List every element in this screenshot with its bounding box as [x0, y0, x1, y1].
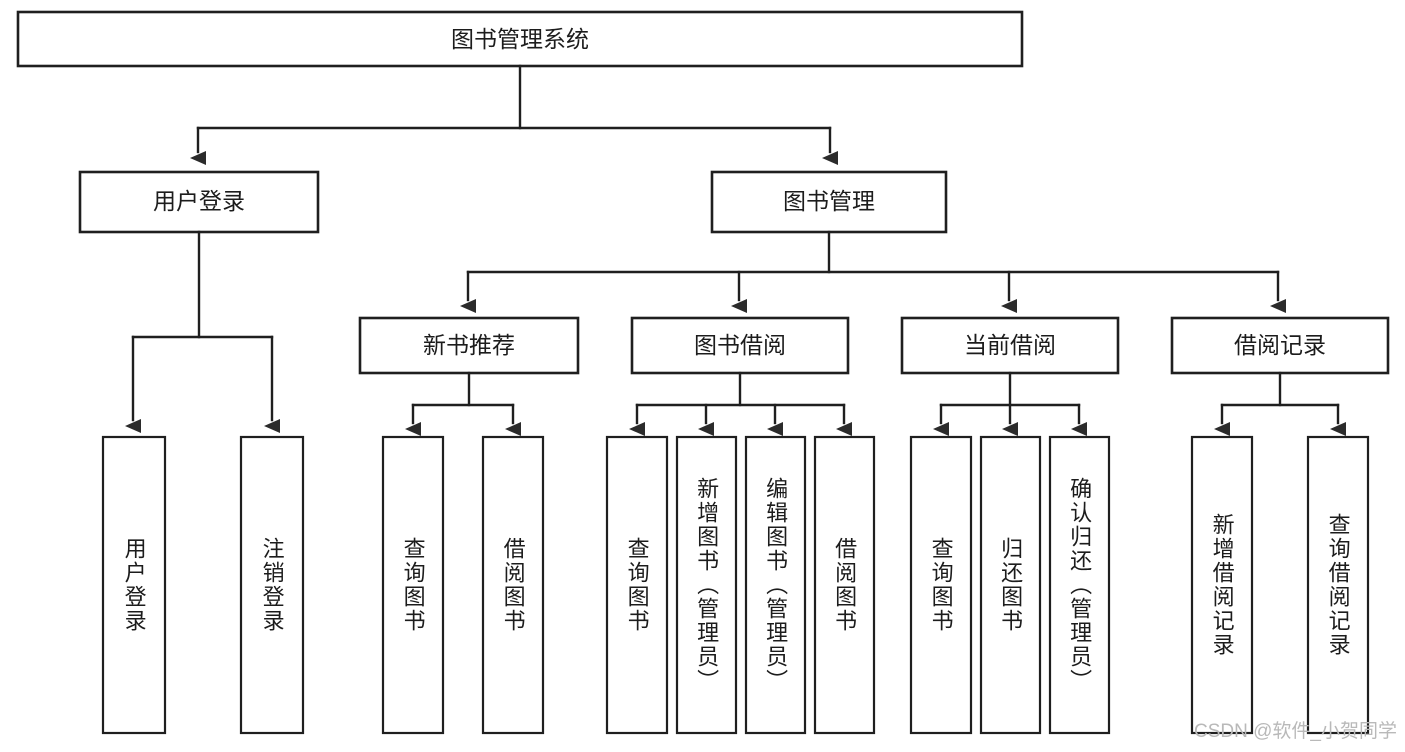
- node-current-borrow[interactable]: 当前借阅: [900, 316, 1120, 375]
- borrow-record-label: 借阅记录: [1234, 332, 1326, 358]
- book-management-label: 图书管理: [783, 188, 875, 214]
- leaf-box-borrow-book-1[interactable]: [481, 435, 545, 735]
- leaf-box-return-book[interactable]: [979, 435, 1042, 735]
- leaf-label-confirm-return: 确认归还（管理员）: [1067, 477, 1093, 693]
- leaf-box-add-book[interactable]: [675, 435, 738, 735]
- node-book-management[interactable]: 图书管理: [710, 170, 948, 234]
- leaf-box-borrow-book-2[interactable]: [813, 435, 876, 735]
- node-root[interactable]: 图书管理系统: [16, 10, 1024, 68]
- borrow-record-box: [1170, 316, 1390, 375]
- root-box: [16, 10, 1024, 68]
- book-management-connectors: [460, 230, 1286, 313]
- csdn-watermark: CSDN @软件_小贺同学: [1194, 721, 1397, 742]
- borrow-record-connectors: [1214, 371, 1346, 436]
- new-book-recommend-label: 新书推荐: [423, 332, 515, 358]
- leaf-box-edit-book[interactable]: [744, 435, 807, 735]
- root-connectors: [190, 64, 838, 165]
- leaf-box-query-book-2[interactable]: [605, 435, 669, 735]
- leaf-label-query-record: 查询借阅记录: [1325, 513, 1351, 657]
- leaf-box-query-book-3[interactable]: [909, 435, 973, 735]
- leaf-box-add-record[interactable]: [1190, 435, 1254, 735]
- leaf-label-edit-book: 编辑图书（管理员）: [763, 477, 789, 693]
- node-new-book-recommend[interactable]: 新书推荐: [358, 316, 580, 375]
- leaf-box-logout-login[interactable]: [239, 435, 305, 735]
- new-book-recommend-box: [358, 316, 580, 375]
- leaf-label-return-book: 归还图书: [998, 537, 1024, 633]
- leaf-label-logout-login: 注销登录: [259, 537, 285, 633]
- book-borrow-connectors: [629, 371, 852, 436]
- leaf-box-query-book-1[interactable]: [381, 435, 445, 735]
- leaf-label-user-login: 用户登录: [121, 537, 147, 633]
- current-borrow-box: [900, 316, 1120, 375]
- leaf-label-borrow-book-2: 借阅图书: [832, 537, 858, 633]
- leaf-label-add-book: 新增图书（管理员）: [694, 477, 720, 693]
- leaf-label-add-record: 新增借阅记录: [1209, 513, 1235, 657]
- current-borrow-connectors: [933, 371, 1087, 436]
- node-book-borrow[interactable]: 图书借阅: [630, 316, 850, 375]
- user-login-label: 用户登录: [153, 188, 245, 214]
- leaf-box-confirm-return[interactable]: [1048, 435, 1111, 735]
- user-login-connectors: [125, 230, 280, 433]
- leaf-label-borrow-book-1: 借阅图书: [500, 537, 526, 633]
- leaf-box-user-login[interactable]: [101, 435, 167, 735]
- leaf-label-query-book-3: 查询图书: [928, 537, 954, 633]
- book-borrow-label: 图书借阅: [694, 332, 786, 358]
- book-borrow-box: [630, 316, 850, 375]
- root-label: 图书管理系统: [451, 26, 589, 52]
- leaf-label-query-book-1: 查询图书: [400, 537, 426, 633]
- node-borrow-record[interactable]: 借阅记录: [1170, 316, 1390, 375]
- leaf-label-query-book-2: 查询图书: [624, 537, 650, 633]
- current-borrow-label: 当前借阅: [964, 332, 1056, 358]
- leaf-box-query-record[interactable]: [1306, 435, 1370, 735]
- node-user-login[interactable]: 用户登录: [78, 170, 320, 234]
- new-book-recommend-connectors: [405, 371, 521, 436]
- user-login-box: [78, 170, 320, 234]
